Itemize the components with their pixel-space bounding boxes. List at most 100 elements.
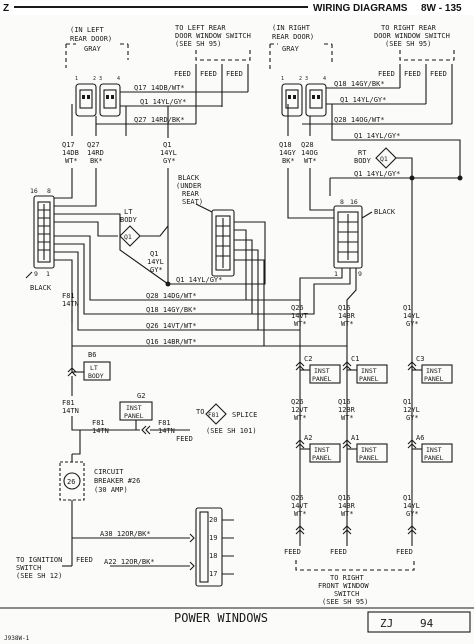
right-feed-1: FEED [378,70,395,78]
col-top-wire-1: Q26 [291,304,304,312]
left-stack-q17-3: WT* [65,157,78,165]
rf-feed-2: FEED [330,548,347,556]
lt-body-b6-box [83,361,111,381]
inline-connector-mark [342,525,352,535]
right-stack-q18-1: Q18 [279,141,292,149]
bottom-pin-18: 18 [209,552,217,560]
feed-small: FEED [176,435,193,443]
footer-page: 94 [420,617,434,630]
lt-body-id: Q1 [124,233,132,241]
col-panel2-label-1: INST [361,446,377,454]
col-panel2-id: A6 [416,434,424,442]
q1-center-2: 14YL [160,149,177,157]
footer-ref: J938W-1 [4,635,30,642]
left-wire-q1: Q1 14YL/GY* [140,98,186,106]
col-panel1-id: C1 [351,355,359,363]
left-wire-q17: Q17 14DB/WT* [134,84,185,92]
rt-body-id: Q1 [380,155,388,163]
inline-connector-mark [295,361,305,371]
right-door-pin-2: 2 [299,76,302,82]
left-feed-3: FEED [226,70,243,78]
rf-label-4: (SEE SH 95) [322,598,368,606]
circuit-breaker [59,461,85,501]
right-conn-pin-1: 1 [334,270,338,278]
left-door-bracket [65,44,129,68]
f81-mid-1: F81 [62,399,75,407]
inline-connector-mark [295,439,305,449]
left-switch-ref-3: (SEE SH 95) [175,40,221,48]
lt-body-label-1: LT [124,208,133,216]
left-switch-wires [195,64,249,124]
right-door-pin-1: 1 [281,76,284,82]
col-bot-wire-2: 14BR [338,502,356,510]
right-conn-pin-8: 8 [340,198,344,206]
rear-seat-connector [211,209,235,277]
col-panel2-label-1: INST [314,446,330,454]
inline-connector-mark [407,439,417,449]
rf-label-2: FRONT WINDOW [318,582,369,590]
col-mid-wire-1: Q26 [291,398,304,406]
col-panel2-label-1: INST [426,446,442,454]
col-bot-wire-3: WT* [294,510,307,518]
bottom-pin-17: 17 [209,570,217,578]
harness-q16: Q16 14BR/WT* [146,338,197,346]
inst-panel-box [356,443,388,463]
b6-id: B6 [88,351,96,359]
left-switch-ref-2: DOOR WINDOW SWITCH [175,32,251,40]
col-top-wire-1: Q16 [338,304,351,312]
f81-h2-2: 14TN [158,427,175,435]
breaker-label-3: (30 AMP) [94,486,128,494]
col-panel1-id: C2 [304,355,312,363]
b6-label-2: BODY [88,372,104,380]
footer-title: POWER WINDOWS [174,611,268,625]
right-stack-q28-3: WT* [304,157,317,165]
col-mid-wire-2: 12YL [403,406,420,414]
right-stack-q28-1: Q28 [301,141,314,149]
rf-label-1: TO RIGHT [330,574,365,582]
right-door-connector-color: GRAY [282,45,300,53]
right-wire-q28: Q28 14OG/WT* [334,116,385,124]
col-bot-wire-3: WT* [341,510,354,518]
left-main-connector [33,195,55,269]
left-feed-1: FEED [174,70,191,78]
col-bot-wire-2: 14YL [403,502,420,510]
harness-q28: Q28 14DG/WT* [146,292,197,300]
right-conn-pin-16: 16 [350,198,358,206]
col-mid-wire-2: 12VT [291,406,309,414]
inline-connector-mark [342,361,352,371]
inst-panel-box [421,443,453,463]
inst-panel-box [421,364,453,384]
left-stack-q27-2: 14RD [87,149,104,157]
col-top-wire-3: GY* [406,320,419,328]
rf-label-3: SWITCH [334,590,359,598]
header-title: WIRING DIAGRAMS [313,3,408,14]
col-panel1-id: C3 [416,355,424,363]
right-conn-color: BLACK [374,208,396,216]
right-stack-q28-2: 14OG [301,149,318,157]
col-bot-wire-3: GY* [406,510,419,518]
right-switch-ref-1: TO RIGHT REAR [381,24,437,32]
splice-ref: (SEE SH 101) [206,427,257,435]
inst-panel-box [356,364,388,384]
left-wire-q27: Q27 14RD/BK* [134,116,185,124]
header-page: 8W - 135 [421,3,462,14]
right-door-pin-3: 3 [305,76,308,82]
col-panel2-label-2: PANEL [424,454,444,462]
g2-label-2: PANEL [124,412,144,420]
rear-seat-q1-1: Q1 [150,250,158,258]
left-stack-q17-2: 14DB [62,149,79,157]
col-top-wire-2: 14BR [338,312,356,320]
rt-body-diamond [375,147,397,169]
ignition-label-1: TO IGNITION [16,556,62,564]
col-top-wire-3: WT* [341,320,354,328]
left-conn-pin-8: 8 [47,187,51,195]
left-door-location-2: REAR DOOR) [70,35,112,43]
rear-seat-label-4: SEAT) [182,198,203,206]
left-door-connector [75,83,121,117]
col-panel1-label-2: PANEL [312,375,332,383]
bottom-pin-20: 20 [209,516,217,524]
harness-q26: Q26 14VT/WT* [146,322,197,330]
panel-columns: Q2614VTWT*C2INSTPANELQ2612VTWT*A2INSTPAN… [291,304,453,546]
